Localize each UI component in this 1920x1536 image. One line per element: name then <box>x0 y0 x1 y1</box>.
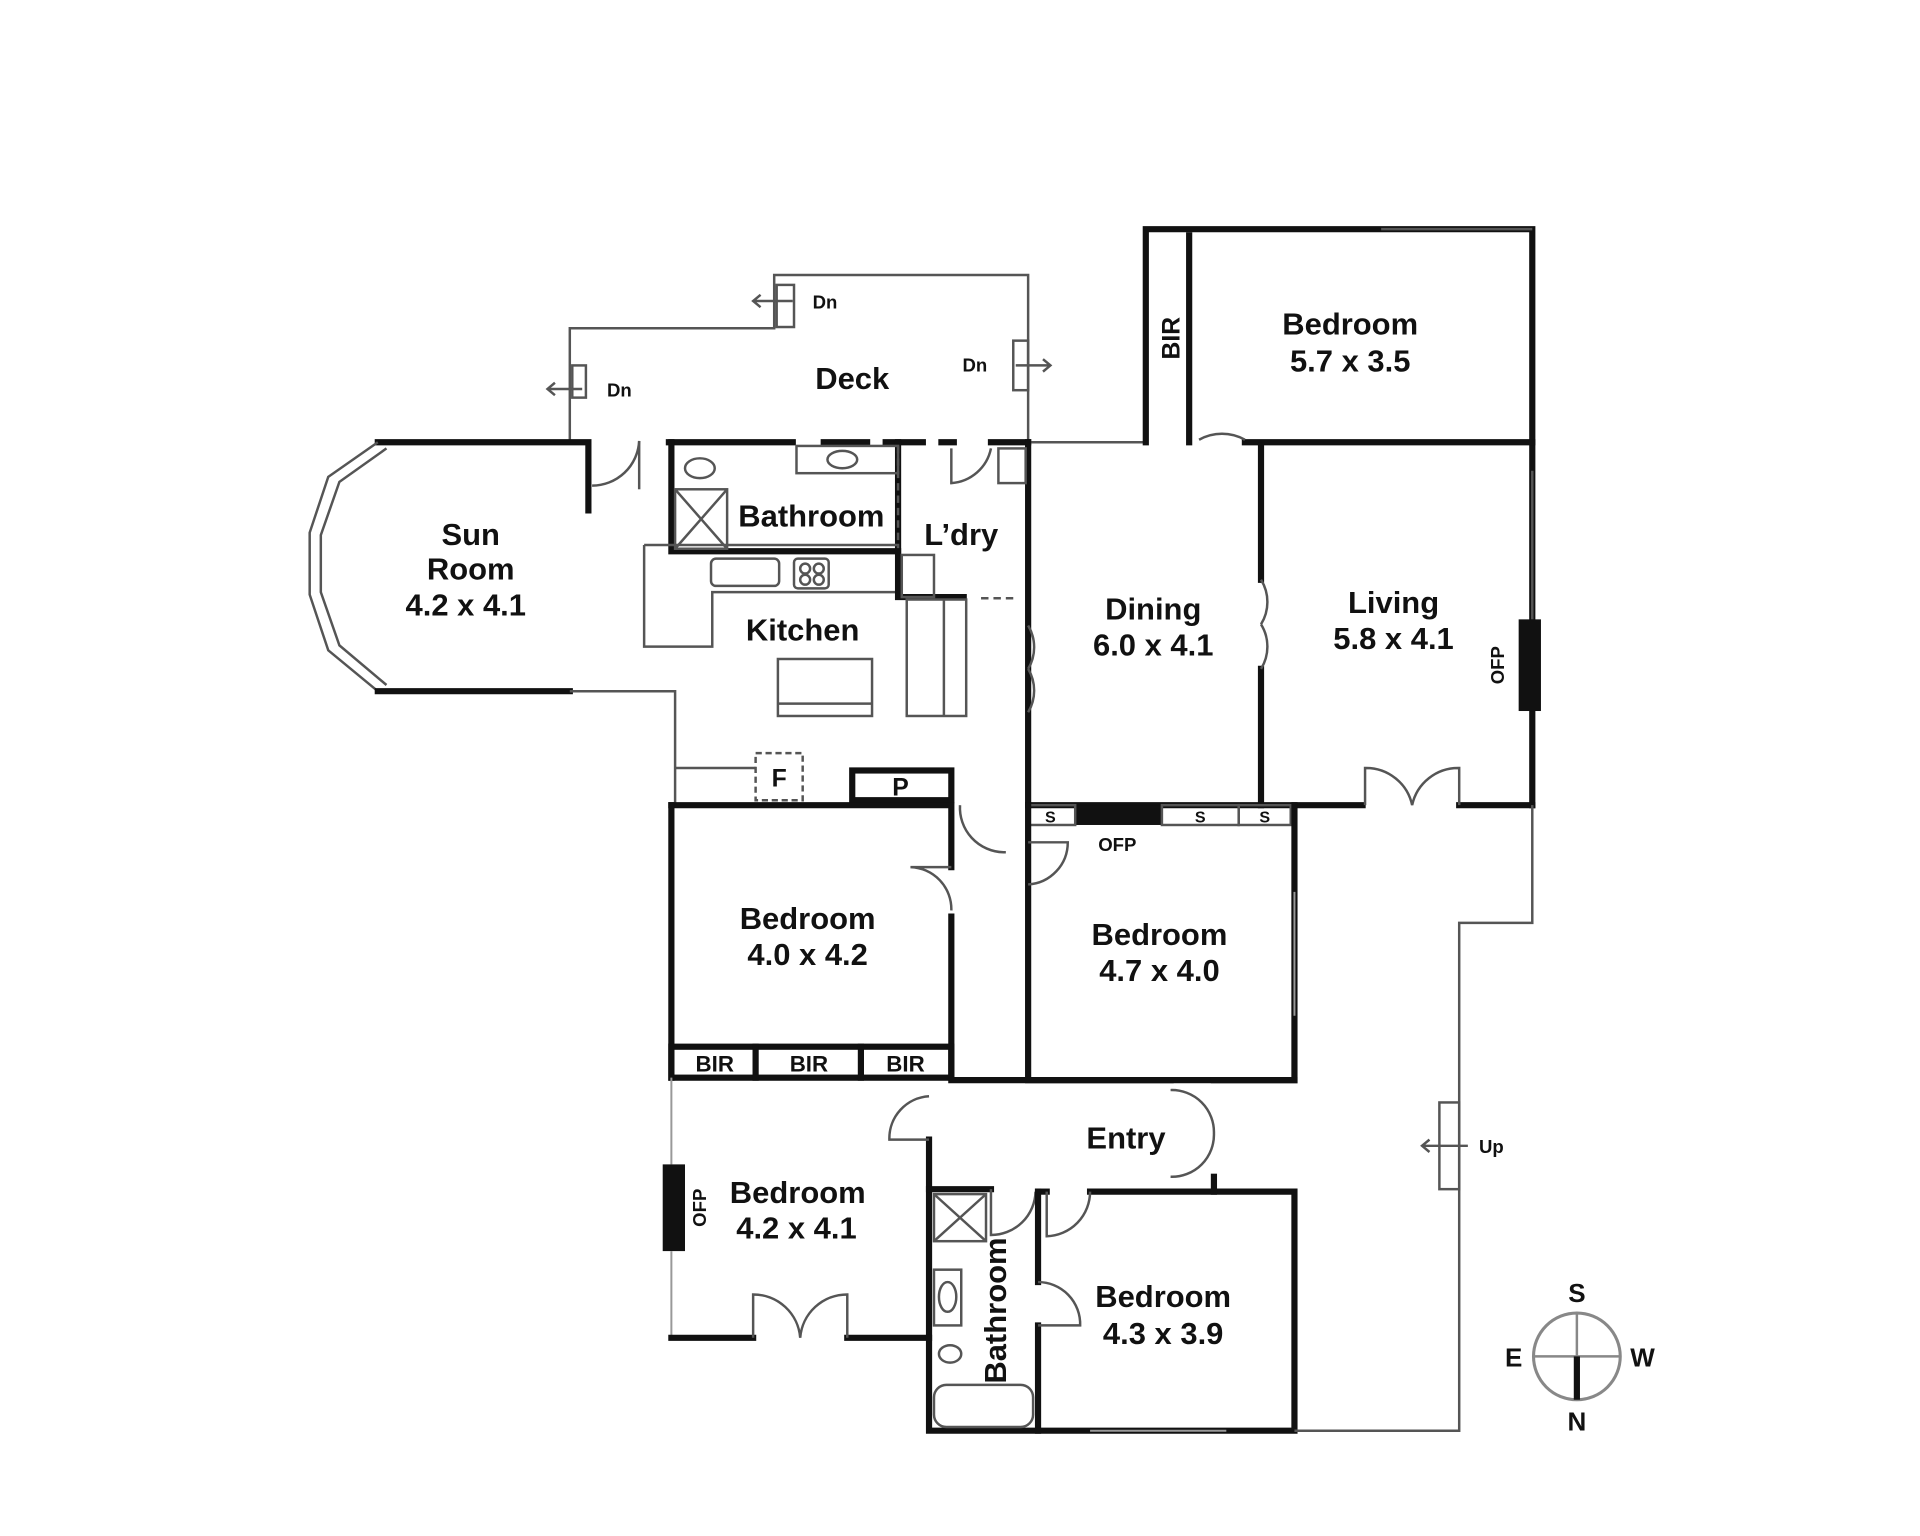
bir-label-2: BIR <box>790 1051 828 1076</box>
dining-label: Dining <box>1105 591 1201 626</box>
entry-label: Entry <box>1086 1120 1166 1155</box>
up-label: Up <box>1479 1136 1504 1157</box>
ofp-label-living: OFP <box>1487 646 1508 684</box>
ofp-label-bedroom-c: OFP <box>689 1189 710 1227</box>
dining-size: 6.0 x 4.1 <box>1093 627 1213 662</box>
bedroom-d-label: Bedroom <box>1095 1279 1231 1314</box>
bathroom-top <box>668 439 902 555</box>
bedroom-b-label: Bedroom <box>1092 917 1228 952</box>
compass: S N E W <box>1505 1278 1655 1437</box>
shelf-label-1: S <box>1045 809 1056 827</box>
living-size: 5.8 x 4.1 <box>1333 621 1453 656</box>
bedroom-c-label: Bedroom <box>730 1175 866 1210</box>
living-label: Living <box>1348 585 1439 620</box>
bedroom-b-size: 4.7 x 4.0 <box>1099 953 1219 988</box>
bedroom-a-label: Bedroom <box>740 901 876 936</box>
bedroom-ne-walls <box>1142 226 1541 809</box>
room-labels: Deck Sun Room 4.2 x 4.1 Bathroom L’dry K… <box>406 306 1454 1383</box>
sun-room-walls <box>308 439 677 806</box>
pantry-label: P <box>892 774 909 801</box>
down-label-3: Dn <box>962 355 987 376</box>
rear-walls <box>665 439 1146 809</box>
ofp-label-bedroom-b: OFP <box>1098 834 1136 855</box>
kitchen-counters <box>642 447 1027 718</box>
bathroom-top-label: Bathroom <box>738 498 884 533</box>
bedroom-ne-size: 5.7 x 3.5 <box>1290 344 1410 379</box>
entry-walls <box>948 1077 1298 1195</box>
compass-west: W <box>1630 1342 1655 1372</box>
bir-label-3: BIR <box>886 1051 924 1076</box>
fixture-labels: BIR BIR BIR BIR OFP OFP OFP F P S S S Dn… <box>607 291 1508 1226</box>
sun-room-size: 4.2 x 4.1 <box>406 588 526 623</box>
bir-label-ne: BIR <box>1158 317 1185 360</box>
living-dining-walls <box>1025 442 1536 827</box>
down-label-2: Dn <box>813 291 838 312</box>
sun-room-label-2: Room <box>427 552 515 587</box>
deck-label: Deck <box>815 361 890 396</box>
shelf-label-2: S <box>1195 809 1206 827</box>
down-label-1: Dn <box>607 379 632 400</box>
bathroom-bottom <box>925 1186 1042 1434</box>
fridge-label: F <box>772 766 787 793</box>
compass-south: S <box>1568 1278 1585 1308</box>
deck-outline <box>545 273 1053 440</box>
bathroom-bottom-label: Bathroom <box>978 1237 1013 1383</box>
shelf-label-3: S <box>1259 809 1270 827</box>
kitchen-label: Kitchen <box>746 612 860 647</box>
laundry-label: L’dry <box>924 517 999 552</box>
bedroom-c-size: 4.2 x 4.1 <box>736 1211 856 1246</box>
sun-room-label: Sun <box>441 517 499 552</box>
bir-label-1: BIR <box>696 1051 734 1076</box>
porch-outline <box>1294 805 1534 1432</box>
compass-north: N <box>1567 1407 1586 1437</box>
bedroom-d-size: 4.3 x 3.9 <box>1103 1316 1223 1351</box>
bedroom-a-walls <box>668 751 1006 1081</box>
bedroom-a-size: 4.0 x 4.2 <box>747 937 867 972</box>
bedroom-ne-label: Bedroom <box>1282 306 1418 341</box>
compass-east: E <box>1505 1342 1522 1372</box>
